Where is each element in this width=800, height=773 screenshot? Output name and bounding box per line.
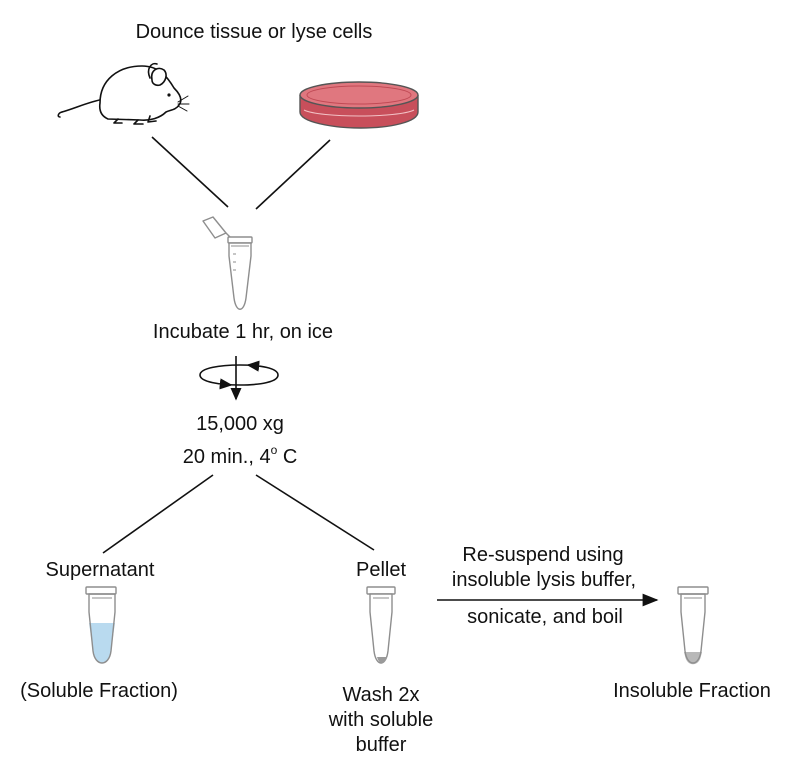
tube-insoluble-icon [677,586,709,665]
insoluble-fraction-label: Insoluble Fraction [613,680,771,702]
resuspend-line-2: insoluble lysis buffer, [451,569,637,591]
supernatant-label: Supernatant [45,559,155,581]
spin-speed-label: 15,000 xg [196,413,284,435]
resuspend-line-3: sonicate, and boil [467,606,623,628]
tube-pellet-icon [366,586,396,664]
wash-line-3: buffer [355,734,407,756]
spin-conditions-label: 20 min., 4o C [183,438,298,469]
pellet-label: Pellet [355,559,407,581]
soluble-fraction-label: (Soluble Fraction) [20,680,178,702]
open-tube-icon [202,216,253,310]
lysis-title: Dounce tissue or lyse cells [135,21,373,43]
tube-supernatant-icon [85,586,117,664]
spin-unit: C [277,446,298,468]
connector-to-supernatant [102,474,214,554]
connector-dish-to-tube [255,139,331,210]
petri-dish-icon [299,81,419,129]
connector-to-pellet [255,474,375,551]
wash-line-1: Wash 2x [342,684,420,706]
connector-mouse-to-tube [151,136,229,208]
resuspend-line-1: Re-suspend using [462,544,624,566]
mouse-icon [57,62,190,125]
centrifuge-spin-icon [199,356,279,401]
spin-degree: o [270,443,278,457]
spin-time: 20 min., 4 [182,446,271,468]
incubate-label: Incubate 1 hr, on ice [152,321,334,343]
wash-line-2: with soluble [328,709,434,731]
